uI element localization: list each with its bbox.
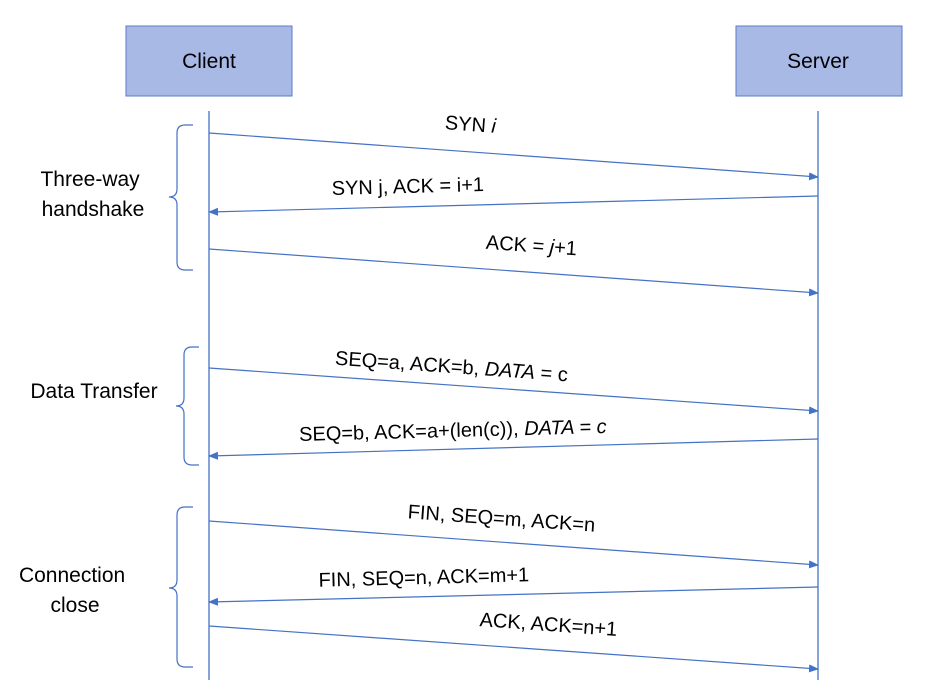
message-arrow-syn-ack: [208, 195, 819, 216]
message-text-part: SYN j, ACK = i+1: [331, 174, 484, 200]
message-final-ack: ACK, ACK=n+1: [208, 609, 819, 673]
client-box: [125, 25, 293, 97]
message-arrow-fin-ack: [208, 586, 819, 606]
message-text-part: j: [546, 236, 556, 259]
message-label-fin-ack: FIN, SEQ=n, ACK=m+1: [318, 564, 529, 592]
message-arrow-data-ack: [208, 438, 819, 460]
message-text-part: FIN, SEQ=m, ACK=n: [407, 501, 596, 536]
message-arrow-fin: [208, 520, 819, 569]
message-label-data-ack: SEQ=b, ACK=a+(len(c)), DATA = c: [299, 416, 607, 446]
message-arrow-data: [208, 367, 819, 415]
phase-label-connection-close-line1: Connection: [19, 564, 125, 587]
phase-brace-connection-close: [168, 506, 193, 668]
message-fin: FIN, SEQ=m, ACK=n: [208, 501, 819, 569]
phase-label-data-transfer: Data Transfer: [30, 380, 157, 403]
message-label-syn: SYN i: [444, 112, 497, 138]
message-text-part: ACK =: [485, 232, 550, 259]
server-box: [735, 25, 903, 97]
message-text-part: DATA = c: [524, 416, 607, 440]
phase-label-connection-close: Connection close: [19, 564, 131, 617]
message-data-ack: SEQ=b, ACK=a+(len(c)), DATA = c: [208, 416, 819, 460]
phase-label-handshake-line1: Three-way: [40, 168, 140, 191]
message-text-part: FIN, SEQ=n, ACK=m+1: [318, 564, 529, 592]
message-text-part: i: [491, 116, 498, 138]
message-arrow-ack: [208, 248, 819, 297]
message-label-data: SEQ=a, ACK=b, DATA = c: [334, 348, 568, 387]
message-syn: SYN i: [208, 112, 819, 181]
phase-label-connection-close-line2: close: [50, 594, 99, 617]
server-label: Server: [787, 50, 849, 73]
message-text-part: ACK, ACK=n+1: [479, 609, 618, 641]
message-label-fin: FIN, SEQ=m, ACK=n: [407, 501, 596, 536]
message-text-part: SEQ=b, ACK=a+(len(c)),: [299, 418, 525, 446]
message-label-syn-ack: SYN j, ACK = i+1: [331, 174, 484, 200]
phase-brace-data-transfer: [175, 346, 199, 466]
phase-label-handshake-line2: handshake: [42, 198, 145, 221]
phase-brace-handshake: [168, 124, 193, 271]
phase-label-handshake: Three-way handshake: [40, 168, 145, 221]
message-text-part: SEQ=a, ACK=b,: [334, 348, 485, 381]
message-syn-ack: SYN j, ACK = i+1: [208, 174, 819, 216]
message-arrow-syn: [208, 132, 819, 181]
client-label: Client: [182, 50, 236, 73]
client-participant: Client: [125, 25, 293, 97]
message-fin-ack: FIN, SEQ=n, ACK=m+1: [208, 564, 819, 606]
message-data: SEQ=a, ACK=b, DATA = c: [208, 348, 819, 415]
message-text-part: DATA: [484, 358, 536, 384]
message-text-part: = c: [534, 362, 568, 386]
message-label-ack: ACK = j+1: [485, 232, 578, 260]
server-participant: Server: [735, 25, 903, 97]
message-text-part: +1: [553, 237, 577, 261]
message-text-part: SYN: [444, 112, 492, 137]
phase-label-data-transfer-line1: Data Transfer: [30, 380, 157, 403]
message-arrow-final-ack: [208, 625, 819, 673]
message-ack: ACK = j+1: [208, 232, 819, 297]
message-label-final-ack: ACK, ACK=n+1: [479, 609, 618, 641]
